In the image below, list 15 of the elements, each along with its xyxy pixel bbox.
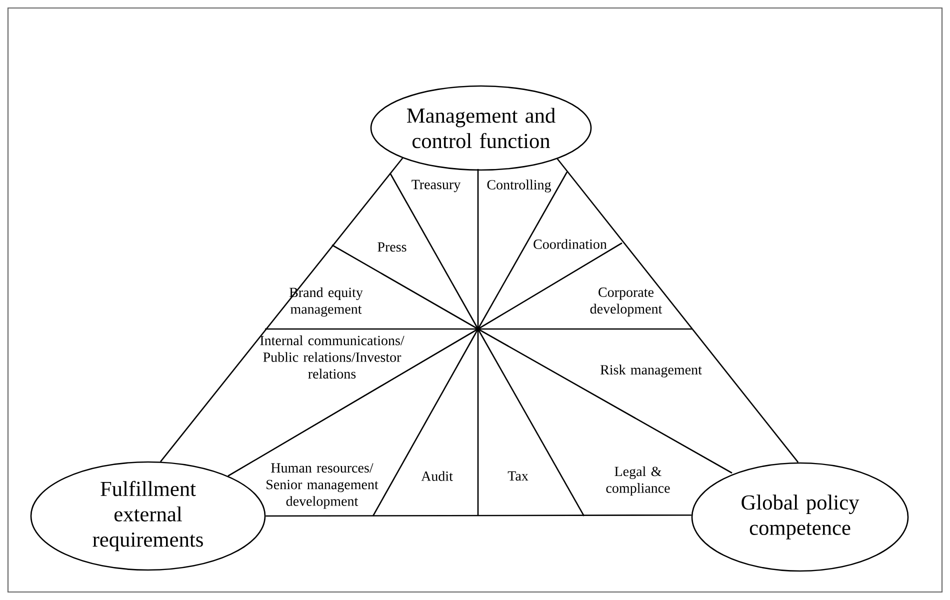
segment-label: Risk management [600,364,702,378]
segment-label: Human resources/ Senior management development [266,463,378,509]
triangle-side [266,514,692,517]
ellipse-node: Fulfillment external requirements [30,461,266,571]
segment-label: Coordination [534,239,607,249]
segment-label: Corporate development [590,288,662,316]
segment-label: Press [378,242,406,252]
triangle-side [160,158,404,462]
segment-label: Legal & compliance [606,466,670,496]
segment-label: Audit [421,471,453,481]
segment-label: Tax [508,471,528,481]
ellipse-node: Global policy competence [691,462,909,572]
triangle-side [556,158,799,463]
ellipse-node: Management and control function [370,85,592,171]
segment-label: Internal communications/ Public relations/Investor relations [260,335,404,379]
